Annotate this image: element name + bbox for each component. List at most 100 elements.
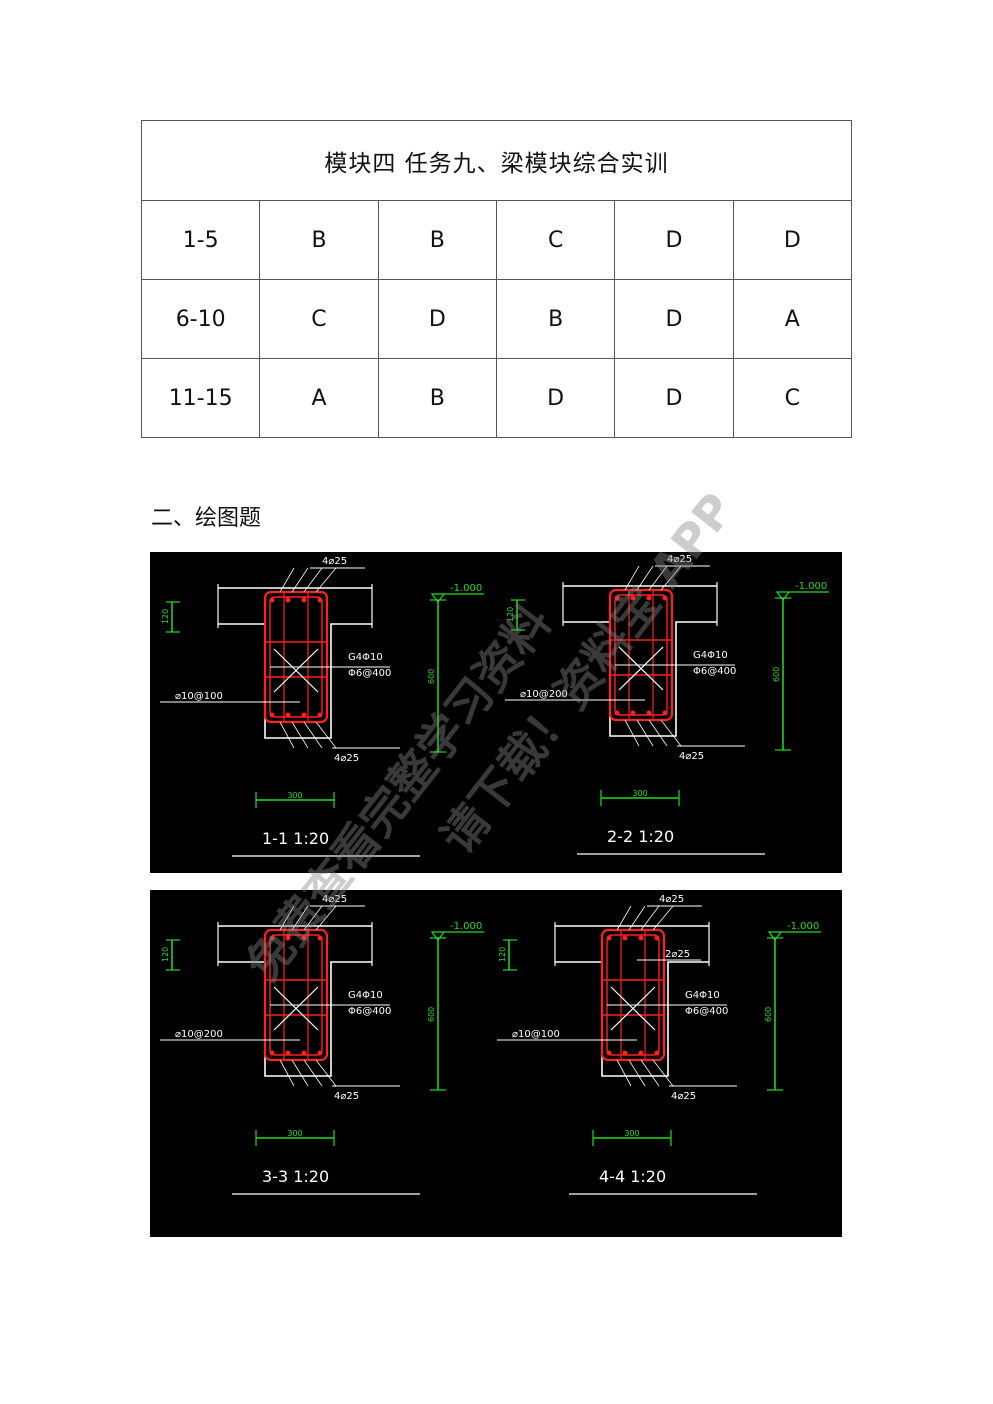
leader-line [624,565,640,591]
stirrup [608,588,674,722]
level-symbol [767,931,783,941]
top-bar [614,595,620,601]
answer-cell: D [732,200,853,280]
beam-section: 4⌀254⌀25G4Φ10Φ6@400⌀10@1002⌀25120600-1.0… [497,894,821,1195]
leader-line [648,719,668,747]
bottom-bar [622,1050,628,1056]
tie-cross [618,646,664,691]
beam-section: 4⌀254⌀25G4Φ10Φ6@400⌀10@100120600-1.00030… [160,556,484,857]
level-symbol [430,931,446,941]
concrete-outline [218,587,372,739]
height-dimension: 600 [427,669,436,684]
top-bar [654,935,660,941]
stirrup-label: ⌀10@100 [175,691,223,702]
top-bar [317,597,323,603]
tie-label: Φ6@400 [348,668,391,679]
stirrup [263,590,329,724]
top-bar [285,597,291,603]
table-row: 11-15 A B D D C [140,358,853,438]
bottom-bar [662,710,668,716]
leader-line [616,1059,632,1087]
leader-line [303,905,323,931]
top-bar [269,597,275,603]
leader-line [279,721,295,749]
answer-cell: D [614,358,734,438]
flange-dimension: 120 [506,607,515,622]
width-dimension: 300 [287,1129,302,1138]
stirrup [600,928,666,1062]
leader-line [616,905,632,931]
width-dimension: 300 [632,789,647,798]
answer-cell: D [377,279,497,359]
table-title: 模块四 任务九、梁模块综合实训 [141,120,852,201]
top-bar [638,935,644,941]
section-title: 2-2 1:20 [607,827,674,846]
leader-line [303,567,323,593]
side-bars-label: G4Φ10 [685,990,720,1001]
top-bar [630,595,636,601]
leader-line [291,905,309,931]
level-label: -1.000 [450,583,482,594]
top-bar [301,935,307,941]
bottom-bar [614,710,620,716]
bottom-bar [654,1050,660,1056]
top-bars-label: 4⌀25 [322,894,347,905]
bottom-bars-label: 4⌀25 [334,753,359,764]
level-symbol [775,591,791,601]
answer-cell: C [732,358,853,438]
top-bars-label: 4⌀25 [322,556,347,567]
flange-dimension: 120 [161,609,170,624]
bottom-bar [301,712,307,718]
section-title: 3-3 1:20 [262,1167,329,1186]
leader-line [315,905,337,931]
bottom-bars-label: 4⌀25 [334,1091,359,1102]
answer-cell: C [259,279,379,359]
answer-cell: B [377,200,497,280]
leader-line [291,721,309,749]
stirrup-inner [606,934,660,1056]
bottom-bars-label: 4⌀25 [679,751,704,762]
leader-line [315,1059,337,1087]
leader-line [636,719,654,747]
level-label: -1.000 [795,581,827,592]
leader-line [628,1059,646,1087]
tie-label: Φ6@400 [348,1006,391,1017]
bottom-bar [317,1050,323,1056]
leader-line [315,721,337,749]
leader-line [315,567,337,593]
answer-table: 模块四 任务九、梁模块综合实训 1-5 B B C D D 6-10 C D B… [140,120,853,438]
top-bars-label: 4⌀25 [667,554,692,565]
tie-label: Φ6@400 [693,666,736,677]
height-dimension: 600 [772,667,781,682]
top-bars-label: 4⌀25 [659,894,684,905]
leader-line [279,567,295,593]
section-title: 4-4 1:20 [599,1167,666,1186]
width-dimension: 300 [624,1129,639,1138]
table-row: 1-5 B B C D D [140,200,853,280]
leader-line [648,565,668,591]
side-bars-label: G4Φ10 [693,650,728,661]
leader-line [640,905,660,931]
answer-cell: B [259,200,379,280]
level-label: -1.000 [450,921,482,932]
answer-cell: A [259,358,379,438]
question-range: 6-10 [140,279,261,359]
section-title: 1-1 1:20 [262,829,329,848]
section-heading: 二、绘图题 [151,506,262,531]
leader-line [303,1059,323,1087]
stirrup-label: ⌀10@200 [520,689,568,700]
answer-cell: B [495,279,616,359]
flange-dimension: 120 [498,947,507,962]
bottom-bars-label: 4⌀25 [671,1091,696,1102]
leader-line [291,567,309,593]
answer-cell: C [495,200,616,280]
stirrup [263,928,329,1062]
level-symbol [430,593,446,603]
tie-cross [610,986,656,1031]
concrete-outline [218,925,372,1077]
bottom-bar [269,712,275,718]
bottom-bar [638,1050,644,1056]
leader-line [660,565,682,591]
top-bar [317,935,323,941]
